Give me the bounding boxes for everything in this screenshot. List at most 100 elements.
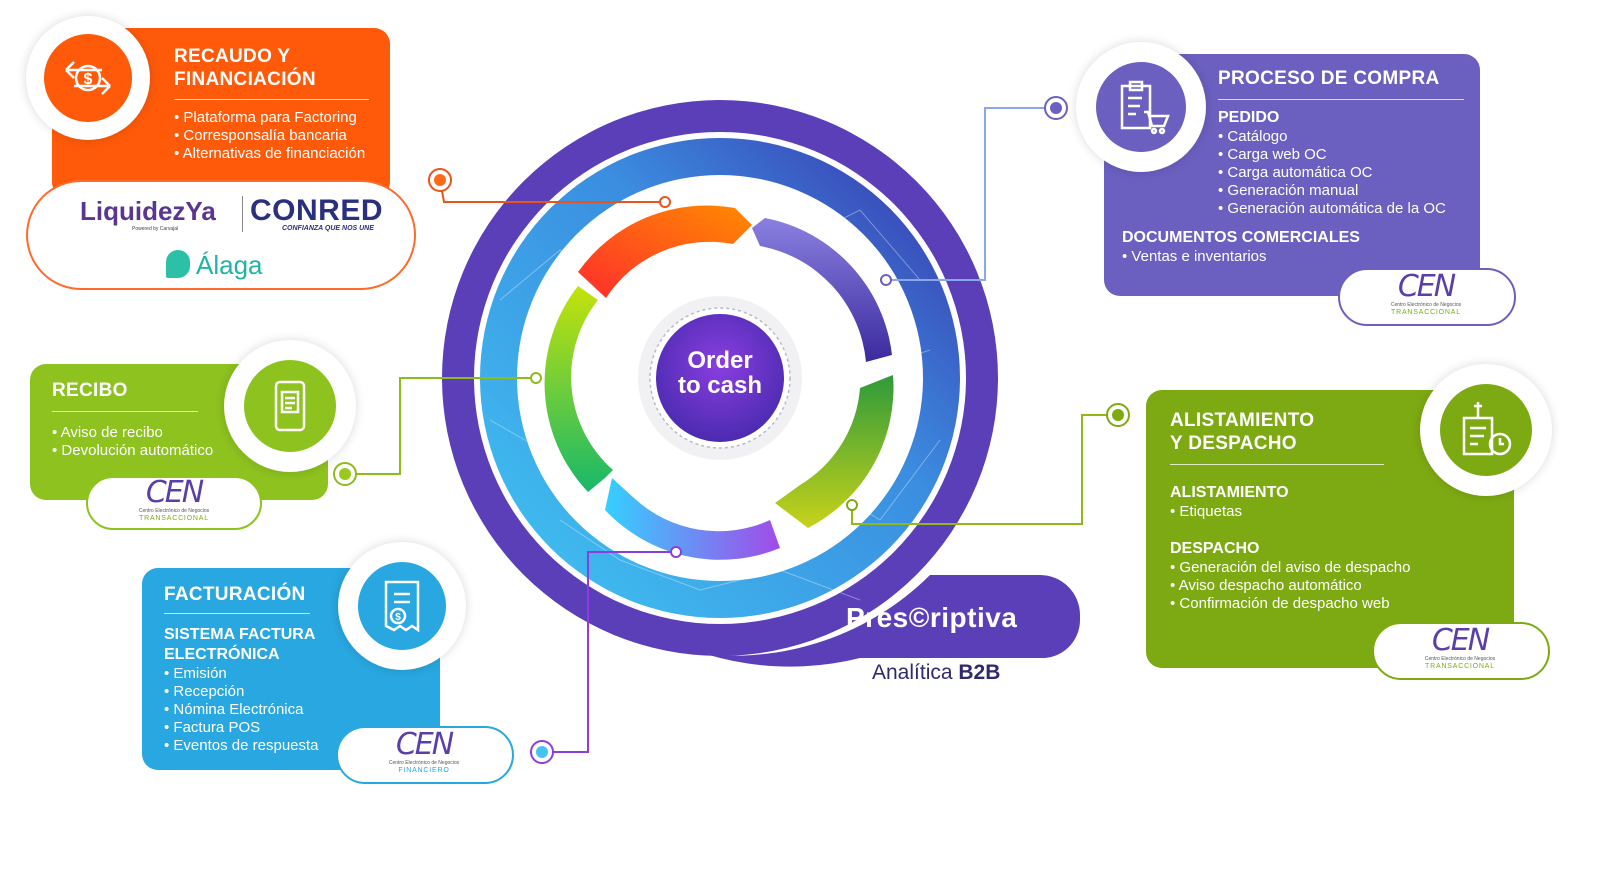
recaudo-divider (174, 98, 369, 100)
facturacion-gea-logo (336, 726, 514, 784)
despacho-divider (1170, 463, 1384, 465)
list-item: Recepción (164, 683, 428, 701)
compra-icon (1096, 62, 1186, 152)
list-item: Corresponsalía bancaria (174, 127, 372, 145)
facturacion-sub-l1: SISTEMA FACTURA (164, 625, 316, 643)
recibo-gea-logo (86, 476, 262, 530)
list-item: Generación manual (1218, 182, 1468, 200)
despacho-desp-list: Generación del aviso de despacho Aviso d… (1170, 559, 1502, 613)
gea-sub: Centro Electrónico de Negocios (1390, 302, 1462, 308)
brand-tagline: Analítica B2B (872, 661, 1000, 685)
cycle-arrow-green (775, 375, 894, 528)
list-item: Catálogo (1218, 128, 1468, 146)
compra-gea-logo (1338, 268, 1516, 326)
gea-facturacion: CEN Centro Electrónico de Negocios FINAN… (360, 730, 488, 775)
gea-type: FINANCIERO (398, 767, 450, 774)
logo-alaga-mark (166, 250, 190, 278)
brand-prescriptiva: Pres©riptiva (846, 602, 1018, 633)
facturacion-title: FACTURACIÓN (164, 584, 306, 605)
tagline-bold: B2B (958, 661, 1001, 684)
compra-docs-title: DOCUMENTOS COMERCIALES (1122, 228, 1360, 246)
recaudo-logos (26, 180, 416, 290)
gea-mark: CEN (145, 475, 204, 510)
list-item: Eventos de respuesta (164, 737, 428, 755)
list-item: Ventas e inventarios (1122, 248, 1468, 266)
connector-facturacion (542, 551, 676, 753)
despacho-icon (1440, 384, 1532, 476)
despacho-desp-title: DESPACHO (1170, 539, 1260, 557)
despacho-title-l2: Y DESPACHO (1170, 432, 1297, 454)
cycle-arrow-blue (605, 478, 780, 560)
compra-divider (1218, 98, 1464, 100)
list-item: Aviso despacho automático (1170, 577, 1502, 595)
hub-line1: Order (687, 347, 753, 374)
recibo-list: Aviso de recibo Devolución automático (52, 424, 310, 460)
svg-text:$: $ (395, 612, 401, 623)
list-item: Factura POS (164, 719, 428, 737)
gea-type: TRANSACCIONAL (1425, 663, 1495, 670)
hub-label: Order to cash (650, 348, 790, 398)
despacho-gea-logo (1372, 622, 1550, 680)
hub-line2: to cash (677, 372, 763, 399)
connector-recibo (345, 377, 536, 475)
invoice-icon: $ (384, 580, 420, 633)
list-item: Devolución automático (52, 442, 310, 460)
list-item: Generación automática de la OC (1218, 200, 1468, 218)
despacho-alist-list: Etiquetas (1170, 503, 1502, 521)
outer-ring (456, 100, 1080, 667)
gea-sub: Centro Electrónico de Negocios (388, 760, 460, 766)
cycle-arrow-orange (578, 205, 752, 298)
gea-type: TRANSACCIONAL (139, 515, 209, 522)
logo-alaga: Álaga (196, 250, 263, 280)
compra-pedido-title: PEDIDO (1218, 108, 1280, 126)
recibo-title: RECIBO (52, 380, 128, 401)
facturacion-icon: $ (358, 562, 446, 650)
facturacion-sub-l2: ELECTRÓNICA (164, 645, 280, 663)
svg-text:$: $ (84, 71, 93, 88)
gea-sub: Centro Electrónico de Negocios (1424, 656, 1496, 662)
money-transfer-icon: $ (65, 61, 111, 95)
compra-docs-list: Ventas e inventarios (1122, 248, 1468, 266)
logo-divider (242, 196, 243, 232)
logo-conred-sub: CONFIANZA QUE NOS UNE (282, 225, 374, 232)
facturacion-list: Emisión Recepción Nómina Electrónica Fac… (164, 665, 428, 755)
list-item: Plataforma para Factoring (174, 109, 372, 127)
compra-title: PROCESO DE COMPRA (1218, 68, 1440, 89)
connector-compra (886, 107, 1056, 281)
logo-liquidezya-sub: Powered by Carvajal (132, 226, 179, 232)
gea-sub: Centro Electrónico de Negocios (138, 508, 210, 514)
recaudo-icon: $ (44, 34, 132, 122)
cycle-arrow-lime (544, 286, 613, 492)
list-item: Confirmación de despacho web (1170, 595, 1502, 613)
cycle-arrow-violet (752, 218, 892, 362)
clipboard-cart-icon (1120, 80, 1170, 135)
logo-liquidezya: LiquidezYa (80, 196, 216, 226)
connector-despacho (851, 414, 1118, 525)
list-item: Aviso de recibo (52, 424, 310, 442)
recibo-icon (244, 360, 336, 452)
gea-type: TRANSACCIONAL (1391, 309, 1461, 316)
gea-recibo: CEN Centro Electrónico de Negocios TRANS… (110, 478, 238, 523)
logo-conred: CONRED (250, 194, 384, 227)
mobile-document-icon (274, 380, 306, 432)
list-item: Carga web OC (1218, 146, 1468, 164)
recaudo-list: Plataforma para Factoring Corresponsalía… (174, 109, 372, 163)
list-item: Alternativas de financiación (174, 145, 372, 163)
gea-mark: CEN (1397, 269, 1456, 304)
tagline-main: Analítica (872, 661, 953, 684)
list-item: Emisión (164, 665, 428, 683)
gea-compra: CEN Centro Electrónico de Negocios TRANS… (1362, 272, 1490, 317)
recaudo-title-l2: FINANCIACIÓN (174, 68, 316, 90)
list-item: Nómina Electrónica (164, 701, 428, 719)
checklist-timer-icon (1462, 402, 1512, 456)
recaudo-title-l1: RECAUDO Y (174, 46, 291, 67)
gea-mark: CEN (395, 727, 454, 762)
recibo-divider (52, 410, 198, 412)
despacho-alist-title: ALISTAMIENTO (1170, 483, 1289, 501)
despacho-title-l1: ALISTAMIENTO (1170, 410, 1315, 431)
list-item: Generación del aviso de despacho (1170, 559, 1502, 577)
list-item: Etiquetas (1170, 503, 1502, 521)
compra-pedido-list: Catálogo Carga web OC Carga automática O… (1218, 128, 1468, 218)
facturacion-divider (164, 612, 310, 614)
